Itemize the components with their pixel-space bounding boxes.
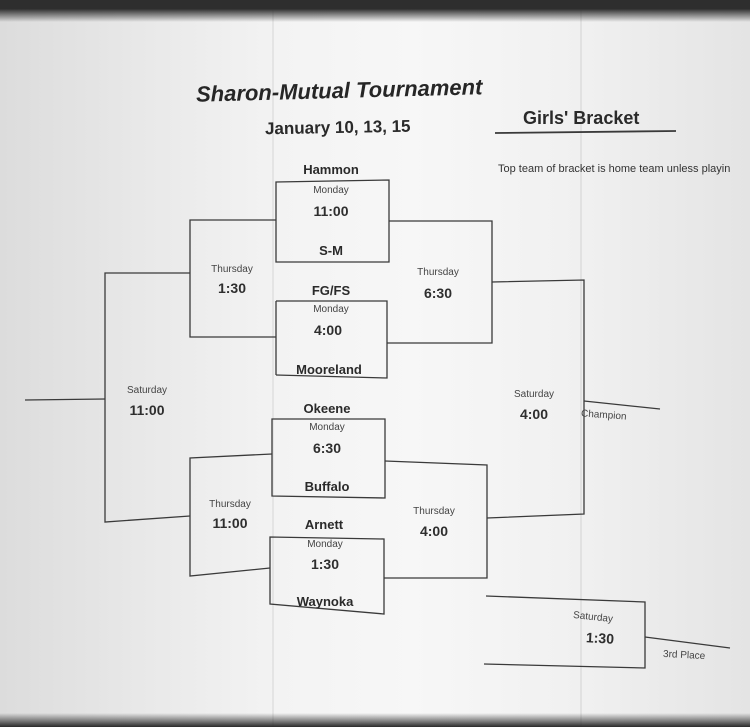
- bracket-name: Girls' Bracket: [523, 108, 640, 128]
- game-time: 4:00: [419, 523, 449, 539]
- team-name: Arnett: [304, 517, 344, 532]
- team-name: Mooreland: [296, 362, 362, 377]
- saturday-game-box: [486, 279, 585, 519]
- fold-crease: [580, 0, 582, 727]
- saturday-game-box: [104, 272, 191, 523]
- game-day: Thursday: [211, 264, 253, 275]
- monday-game-box: [275, 179, 390, 263]
- monday-game-box: [271, 418, 386, 499]
- team-name: Hammon: [303, 162, 359, 177]
- game-time: 4:00: [313, 322, 343, 338]
- game-day: Thursday: [413, 506, 455, 517]
- game-day: Monday: [313, 185, 349, 196]
- bottom-shadow: [0, 713, 750, 727]
- bracket-name-underline: [494, 130, 677, 134]
- thursday-game-box: [189, 453, 273, 577]
- game-time: 4:00: [519, 406, 549, 422]
- game-day: Monday: [307, 539, 343, 550]
- team-name: Okeene: [303, 401, 351, 416]
- game-day: Saturday: [126, 385, 168, 396]
- tournament-dates: January 10, 13, 15: [264, 116, 411, 139]
- third-place-box: [483, 595, 646, 669]
- game-time: 1:30: [217, 280, 247, 296]
- game-time: 1:30: [585, 629, 615, 647]
- team-name: Buffalo: [304, 479, 350, 494]
- game-time: 11:00: [212, 515, 248, 531]
- home-team-note: Top team of bracket is home team unless …: [498, 163, 731, 175]
- team-name: S-M: [319, 243, 343, 258]
- thursday-game-box: [384, 460, 488, 579]
- team-name: FG/FS: [311, 283, 351, 298]
- top-shadow: [0, 0, 750, 22]
- game-day: Thursday: [209, 499, 251, 510]
- third-place-line: [644, 636, 731, 649]
- monday-game-box: [269, 536, 385, 615]
- game-time: 11:00: [129, 402, 165, 418]
- game-day: Monday: [313, 304, 349, 315]
- team-name: Waynoka: [296, 594, 354, 609]
- game-time: 6:30: [312, 440, 342, 456]
- third-place-label: 3rd Place: [662, 648, 706, 663]
- game-day: Thursday: [417, 267, 459, 278]
- game-time: 1:30: [310, 556, 340, 572]
- fold-crease: [272, 0, 274, 727]
- thursday-game-box: [189, 219, 276, 338]
- game-day: Monday: [309, 422, 345, 433]
- champion-line: [583, 400, 661, 410]
- thursday-game-box: [387, 220, 493, 344]
- game-time: 11:00: [313, 203, 349, 219]
- monday-game-box: [275, 300, 388, 379]
- game-day: Saturday: [513, 389, 555, 400]
- game-time: 6:30: [423, 285, 453, 301]
- saturday-winner-line: [24, 398, 106, 401]
